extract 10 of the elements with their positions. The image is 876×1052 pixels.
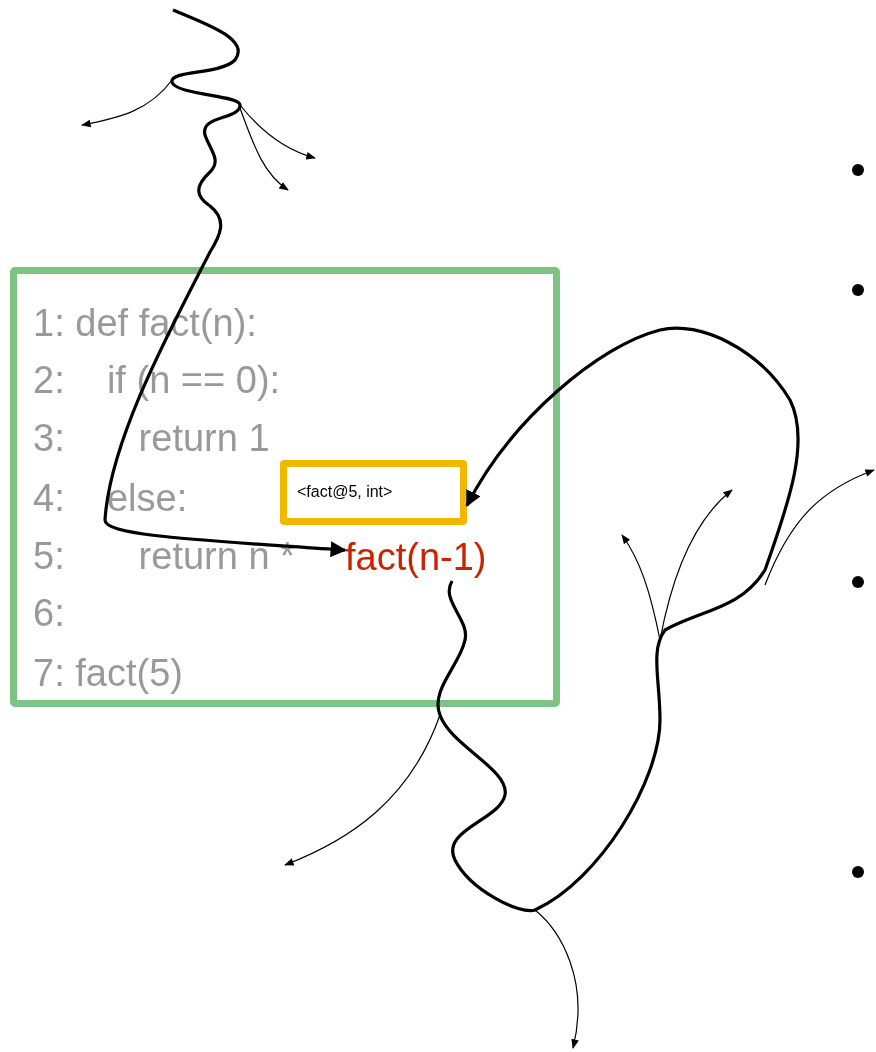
code-line: 4: else: (33, 479, 188, 517)
arrow (103, 8, 347, 558)
call-text: fact(n-1) (345, 537, 515, 581)
code-panel (10, 267, 560, 707)
code-line: 3: return 1 (33, 419, 270, 457)
frame-box (280, 460, 467, 525)
code-line: 7: fact(5) (33, 654, 183, 692)
arrow (437, 326, 800, 912)
code-line: 6: (33, 594, 65, 632)
frame-label: <fact@5, int> (297, 484, 393, 500)
